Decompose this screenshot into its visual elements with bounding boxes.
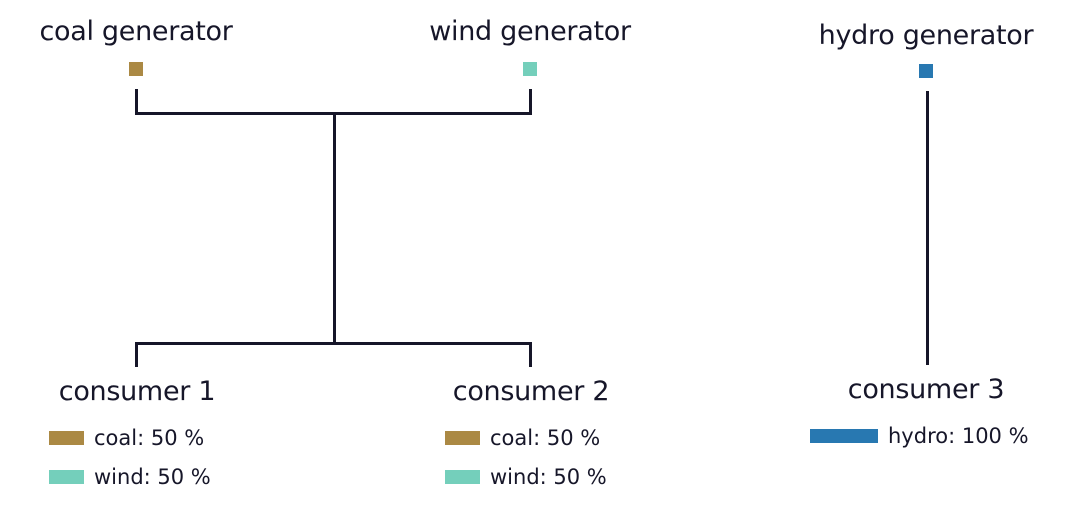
wind-generator-node: [523, 62, 537, 76]
coal-generator-node: [129, 62, 143, 76]
hydro-line: [926, 91, 929, 365]
generator-label-wind: wind generator: [429, 16, 631, 47]
generator-label-coal: coal generator: [39, 16, 233, 47]
consumer1-feed-line: [135, 342, 138, 367]
wind-swatch: [445, 470, 480, 484]
consumer-label-2: consumer 2: [452, 376, 610, 407]
consumer-label-3: consumer 3: [847, 374, 1005, 405]
consumer3-hydro-share: hydro: 100 %: [810, 424, 1029, 448]
consumer-label-1: consumer 1: [58, 376, 216, 407]
consumer2-wind-share: wind: 50 %: [445, 465, 607, 489]
hydro-generator-node: [919, 64, 933, 78]
generator-label-hydro: hydro generator: [818, 20, 1034, 51]
wind-feed-line: [529, 89, 532, 115]
wind-swatch: [49, 470, 84, 484]
coal-feed-line: [135, 89, 138, 115]
coal-swatch: [445, 431, 480, 445]
consumer2-feed-line: [529, 342, 532, 367]
hydro-swatch: [810, 429, 878, 443]
trunk-line: [333, 112, 336, 345]
bottom-bus-line: [135, 342, 532, 345]
consumer1-wind-share: wind: 50 %: [49, 465, 211, 489]
coal-swatch: [49, 431, 84, 445]
consumer2-coal-share: coal: 50 %: [445, 426, 600, 450]
consumer1-coal-share: coal: 50 %: [49, 426, 204, 450]
